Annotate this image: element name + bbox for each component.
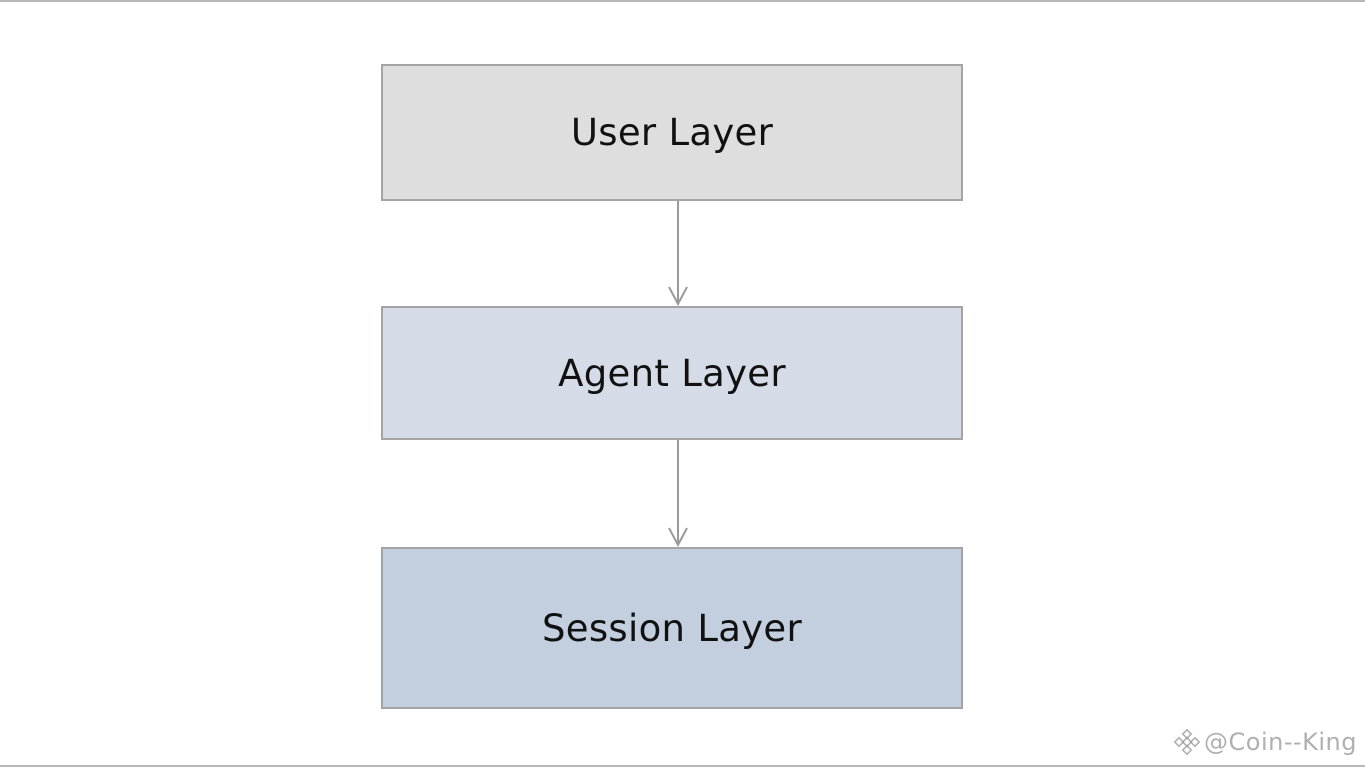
bottom-border-line [0,765,1365,767]
watermark-text: @Coin--King [1204,728,1357,756]
session-layer-label: Session Layer [542,606,802,650]
user-layer-box: User Layer [381,64,963,201]
agent-layer-label: Agent Layer [558,351,786,395]
user-layer-label: User Layer [570,111,774,154]
session-layer-box: Session Layer [381,547,963,709]
binance-logo-icon [1174,729,1200,755]
arrow-head-2 [668,527,688,548]
arrow-user-to-agent [668,201,688,307]
arrow-agent-to-session [668,440,688,548]
arrow-head-1 [668,286,688,307]
watermark: @Coin--King [1174,728,1357,756]
agent-layer-box: Agent Layer [381,306,963,440]
top-border-line [0,0,1365,2]
